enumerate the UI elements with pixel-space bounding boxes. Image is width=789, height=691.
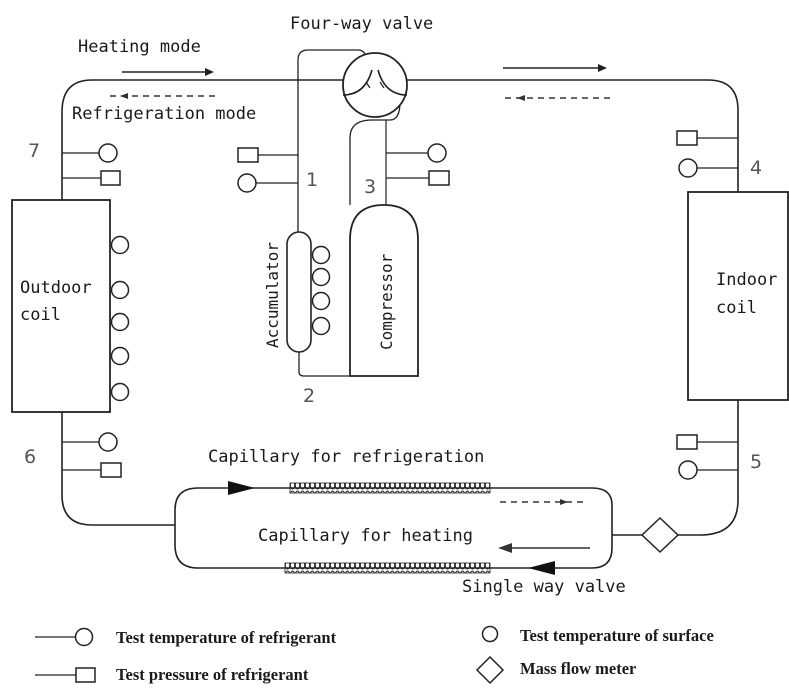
single-way-valve-arrowhead bbox=[498, 543, 512, 553]
surface-sensor-accumulator bbox=[311, 267, 331, 287]
valve-discharge-loop bbox=[349, 101, 401, 205]
outdoor-coil bbox=[11, 199, 111, 413]
legend-pressure-refrigerant-symbol bbox=[75, 667, 96, 683]
surface-sensor-outdoor bbox=[110, 382, 130, 402]
legend-temp-surface-symbol bbox=[481, 625, 499, 643]
indoor-coil bbox=[687, 191, 789, 401]
surface-sensor-accumulator bbox=[311, 316, 331, 336]
arrow-heating bbox=[528, 561, 555, 575]
point-label-2: 2 bbox=[303, 385, 315, 407]
right-pipe-lower bbox=[672, 400, 739, 536]
temp-sensor-5 bbox=[678, 460, 698, 480]
pressure-sensor-7 bbox=[100, 170, 121, 186]
surface-sensor-accumulator bbox=[311, 245, 331, 265]
point-label-5: 5 bbox=[750, 451, 762, 473]
legend-temp-refrigerant-label: Test temperature of refrigerant bbox=[116, 628, 337, 647]
surface-sensor-outdoor bbox=[110, 312, 130, 332]
left-pipe-lower bbox=[61, 412, 175, 526]
legend-mass-flow-label: Mass flow meter bbox=[520, 659, 636, 678]
pressure-sensor-6 bbox=[100, 462, 122, 478]
surface-sensor-accumulator bbox=[311, 291, 331, 311]
mass-flow-meter-diamond bbox=[640, 516, 680, 554]
pressure-sensor-1 bbox=[237, 147, 259, 163]
accumulator-to-compressor-pipe bbox=[298, 352, 350, 377]
temp-sensor-7 bbox=[98, 143, 118, 163]
refrigeration-arrowhead-left bbox=[120, 93, 128, 99]
valve-inner-marks bbox=[365, 81, 385, 89]
pressure-sensor-4 bbox=[676, 130, 698, 146]
point-label-6: 6 bbox=[24, 446, 36, 468]
outdoor-coil-label-line2: coil bbox=[20, 305, 61, 325]
capillary-coil-heating bbox=[284, 562, 491, 574]
single-way-valve-label: Single way valve bbox=[462, 577, 626, 597]
capillary-refrigeration-label: Capillary for refrigeration bbox=[208, 447, 484, 467]
point-label-7: 7 bbox=[28, 140, 40, 162]
temp-sensor-3 bbox=[427, 143, 447, 163]
outdoor-sensor-leads bbox=[62, 120, 738, 471]
point-label-4: 4 bbox=[750, 157, 762, 179]
temp-sensor-1 bbox=[237, 173, 257, 193]
indoor-coil-label-line1: Indoor bbox=[716, 270, 777, 290]
pressure-sensor-5 bbox=[676, 434, 698, 450]
heating-mode-label: Heating mode bbox=[78, 37, 201, 57]
capillary-coil-refrigeration bbox=[289, 482, 491, 494]
legend-mass-flow-symbol bbox=[475, 655, 505, 685]
refrigeration-mode-label: Refrigeration mode bbox=[72, 104, 256, 124]
surface-sensor-outdoor bbox=[110, 235, 130, 255]
legend: Test temperature of refrigerant Test pre… bbox=[35, 625, 714, 685]
pressure-sensor-3 bbox=[428, 170, 450, 186]
legend-pressure-refrigerant-label: Test pressure of refrigerant bbox=[116, 665, 309, 684]
compressor-vessel bbox=[349, 204, 419, 377]
legend-temp-refrigerant-symbol bbox=[74, 627, 94, 647]
temp-sensor-4 bbox=[678, 158, 698, 178]
surface-sensor-outdoor bbox=[110, 346, 130, 366]
accumulator-label: Accumulator bbox=[263, 242, 282, 348]
point-label-1: 1 bbox=[306, 169, 318, 191]
accumulator-vessel bbox=[286, 231, 312, 353]
point-label-3: 3 bbox=[364, 176, 376, 198]
top-pipe-left bbox=[61, 79, 348, 200]
four-way-valve-icon bbox=[342, 52, 408, 118]
valve-inner-curve-left bbox=[342, 69, 373, 96]
heating-arrowhead-right bbox=[598, 64, 607, 72]
heating-arrowhead-left bbox=[205, 68, 214, 76]
four-way-valve-label: Four-way valve bbox=[290, 14, 433, 34]
compressor-label: Compressor bbox=[377, 253, 396, 350]
capillary-heating-label: Capillary for heating bbox=[258, 526, 473, 546]
top-pipe-right bbox=[403, 79, 739, 192]
arrow-refrigeration bbox=[228, 481, 255, 495]
outdoor-coil-label-line1: Outdoor bbox=[20, 278, 92, 298]
refrigeration-arrowhead-right bbox=[517, 95, 525, 101]
refrigeration-arrowhead-capillary bbox=[560, 499, 568, 505]
legend-temp-surface-label: Test temperature of surface bbox=[520, 626, 714, 645]
valve-inner-curve-right bbox=[377, 69, 408, 96]
capillary-loop bbox=[174, 487, 648, 569]
temp-sensor-6 bbox=[98, 432, 118, 452]
surface-sensor-outdoor bbox=[110, 280, 130, 300]
indoor-coil-label-line2: coil bbox=[716, 298, 757, 318]
